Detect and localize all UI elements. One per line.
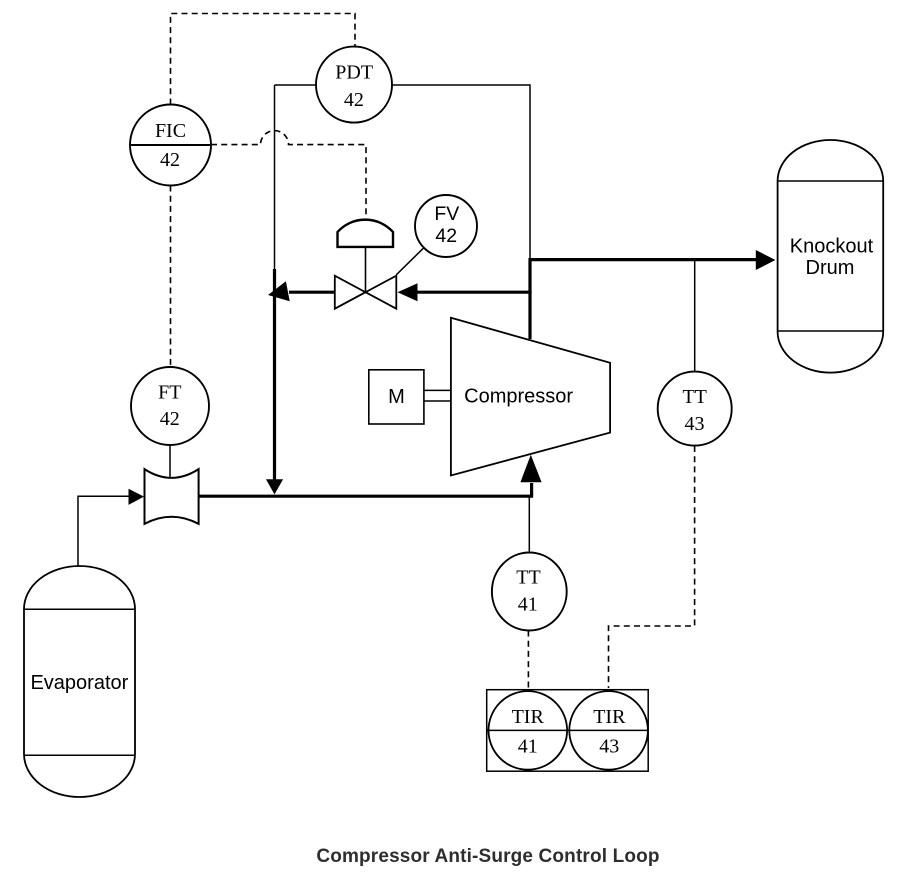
svg-text:42: 42 [160,149,180,171]
svg-text:42: 42 [344,89,364,111]
svg-text:FT: FT [158,382,181,404]
svg-text:41: 41 [518,594,538,616]
svg-text:TIR: TIR [512,706,545,728]
svg-text:Drum: Drum [806,257,855,279]
svg-text:42: 42 [435,225,457,247]
svg-text:TIR: TIR [593,706,626,728]
svg-text:M: M [388,386,405,408]
svg-text:Knockout: Knockout [790,236,874,258]
svg-text:41: 41 [518,736,538,758]
svg-text:42: 42 [160,408,180,430]
svg-text:Evaporator: Evaporator [30,672,128,694]
svg-text:43: 43 [599,736,619,758]
svg-text:FV: FV [434,203,459,225]
svg-text:PDT: PDT [335,62,373,84]
svg-text:43: 43 [685,413,705,435]
svg-text:TT: TT [516,567,540,589]
svg-text:TT: TT [682,386,706,408]
svg-text:FIC: FIC [155,120,186,142]
svg-text:Compressor Anti-Surge Control: Compressor Anti-Surge Control Loop [316,846,659,867]
svg-text:Compressor: Compressor [464,386,573,408]
